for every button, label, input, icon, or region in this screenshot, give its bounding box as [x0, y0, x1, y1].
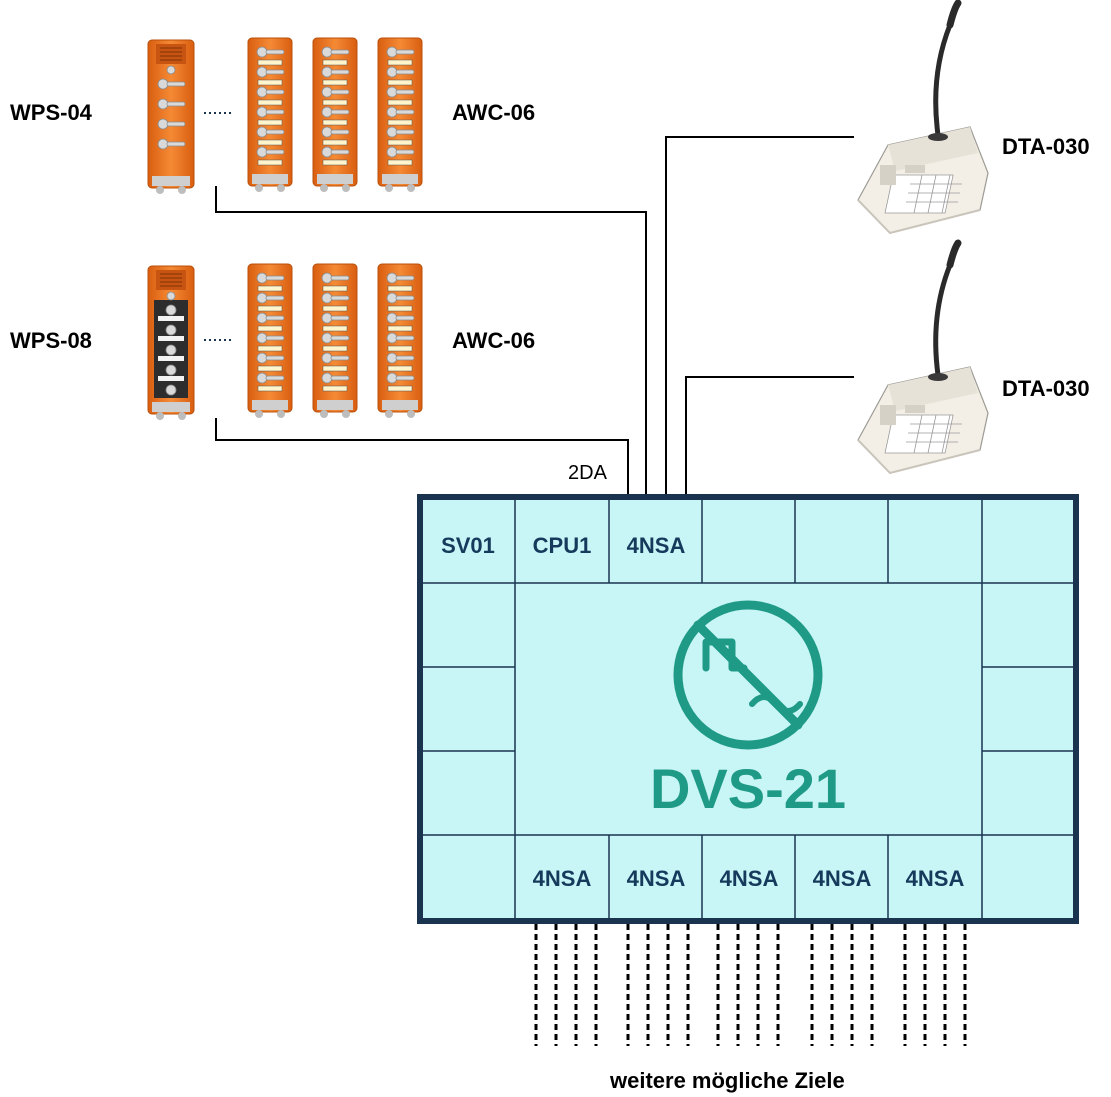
awc-06-unit — [377, 37, 423, 193]
wps-08-label: WPS-08 — [10, 328, 92, 353]
awc-06-unit — [377, 263, 423, 419]
dac-logo-icon — [673, 600, 823, 750]
wps-04-device — [147, 39, 195, 194]
module-4nsa: 4NSA — [533, 866, 592, 891]
awc-06-label-top: AWC-06 — [452, 100, 536, 125]
dvs-21-title: DVS-21 — [650, 757, 846, 820]
dta-030-label-top: DTA-030 — [1002, 134, 1090, 159]
dta-030-microphone — [858, 3, 988, 233]
wps-04-label: WPS-04 — [10, 100, 92, 125]
module-4nsa: 4NSA — [720, 866, 779, 891]
dta-030-label-bottom: DTA-030 — [1002, 376, 1090, 401]
wps-08-device — [147, 265, 195, 420]
awc-06-label-bottom: AWC-06 — [452, 328, 536, 353]
connection-lines — [215, 136, 854, 497]
module-sv01: SV01 — [441, 533, 495, 558]
module-4nsa-top: 4NSA — [627, 533, 686, 558]
awc-06-unit — [247, 263, 293, 419]
output-lines — [534, 924, 967, 1046]
awc-06-unit — [247, 37, 293, 193]
module-4nsa: 4NSA — [813, 866, 872, 891]
module-cpu1: CPU1 — [533, 533, 592, 558]
2da-connection-label: 2DA — [568, 462, 607, 484]
footer-caption: weitere mögliche Ziele — [610, 1068, 845, 1093]
awc-06-unit — [312, 37, 358, 193]
module-4nsa: 4NSA — [906, 866, 965, 891]
dvs-21-rack: SV01 CPU1 4NSA 4NSA 4NSA 4NSA 4NSA 4NSA … — [417, 494, 1079, 924]
dta-030-microphone — [858, 243, 988, 473]
module-4nsa: 4NSA — [627, 866, 686, 891]
awc-06-unit — [312, 263, 358, 419]
